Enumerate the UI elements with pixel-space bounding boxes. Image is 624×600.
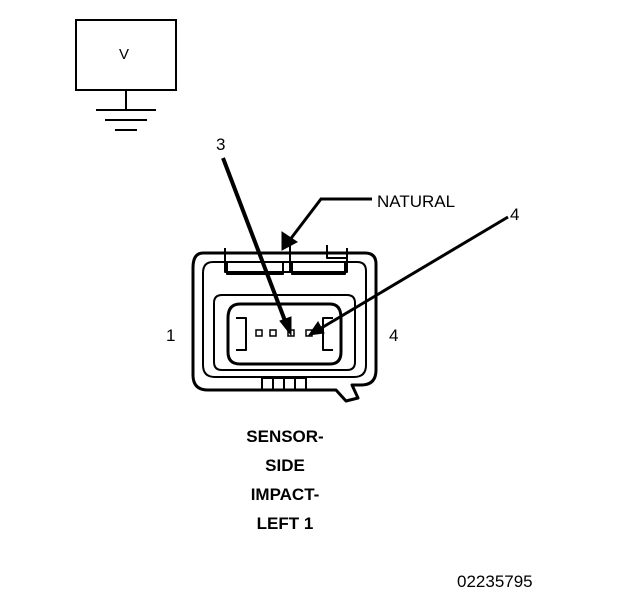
connector-color-label: NATURAL: [377, 192, 456, 211]
pin-3-arrowhead: [279, 316, 292, 337]
terminal-pin-1: [255, 329, 263, 337]
pin-4-arrowhead: [307, 321, 325, 336]
connector-title-line-1: SENSOR-: [246, 427, 324, 446]
leader-arrows: [221, 157, 509, 337]
connector-title-line-4: LEFT 1: [256, 514, 314, 533]
color-arrowhead: [281, 231, 298, 251]
connector-title-line-3: IMPACT-: [250, 485, 320, 504]
voltmeter-label: V: [119, 46, 130, 63]
pin-3-callout: 3: [216, 135, 226, 154]
ground-icon: [96, 90, 156, 131]
terminal-pins: [255, 329, 313, 337]
pin-4-callout: 4: [510, 205, 520, 224]
connector-title: SENSOR- SIDE IMPACT- LEFT 1: [200, 422, 370, 538]
cavity-1-label: 1: [166, 326, 176, 345]
connector-title-line-2: SIDE: [265, 456, 305, 475]
figure-code: 02235795: [457, 572, 533, 591]
terminal-pin-2: [269, 329, 277, 337]
color-leader: [287, 197, 372, 242]
pin-3-leader: [221, 157, 289, 327]
pin-4-leader: [317, 215, 509, 332]
connector-housing: [191, 241, 378, 403]
cavity-4-label: 4: [389, 326, 399, 345]
